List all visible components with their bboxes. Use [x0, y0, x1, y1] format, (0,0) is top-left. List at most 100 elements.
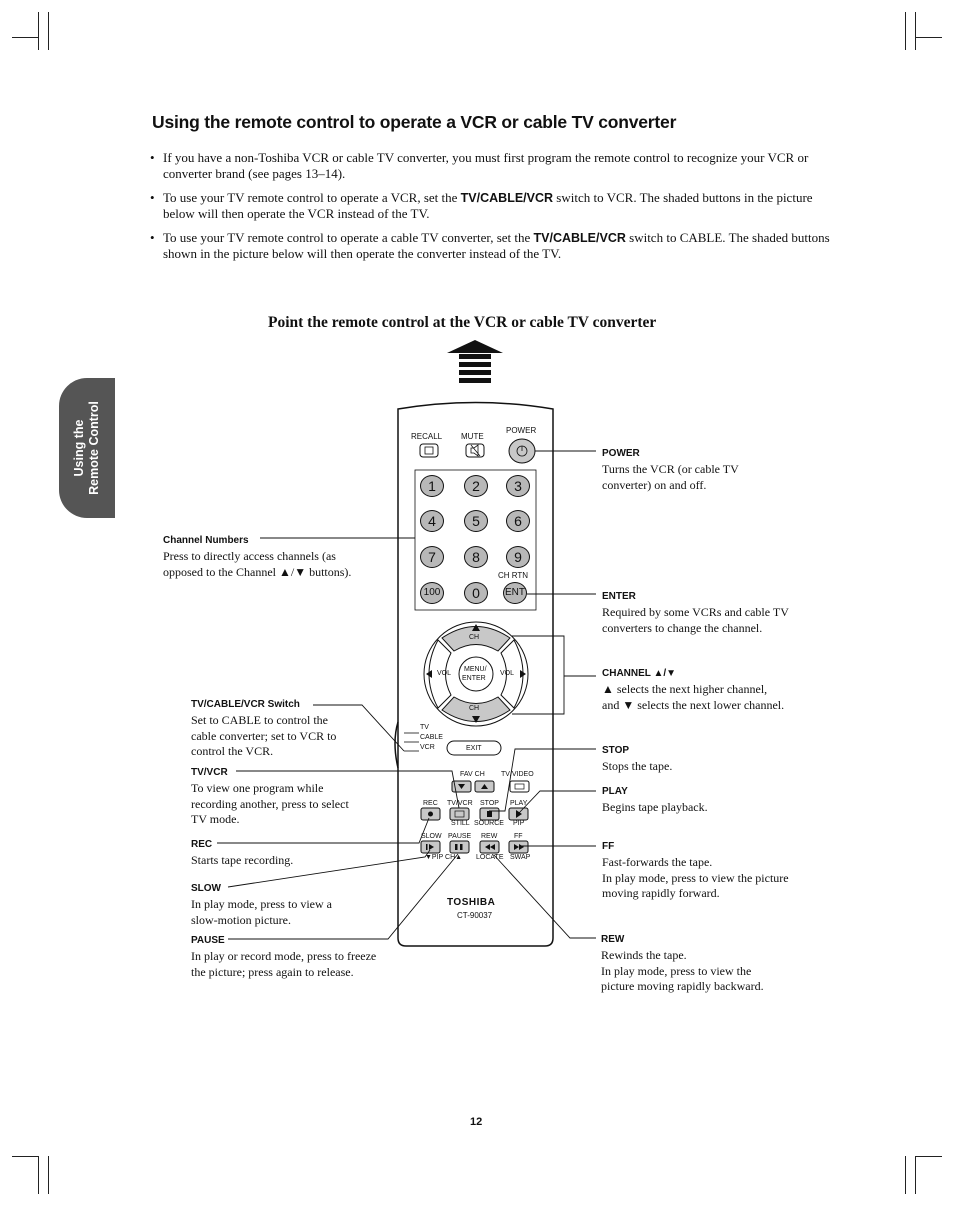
vol-left-label: VOL	[437, 670, 452, 677]
annotation-line: ▲ selects the next higher channel,	[602, 682, 768, 697]
bullet-text-post: switch to CABLE. The shaded buttons show…	[163, 230, 830, 261]
annotation-line: recording another, press to select	[191, 796, 349, 811]
annotation-title: Channel Numbers	[163, 535, 249, 546]
bullet-text-pre: To use your TV remote control to operate…	[163, 190, 461, 205]
play-icon	[516, 810, 522, 818]
slow-icon	[429, 844, 434, 850]
annotation-line: picture moving rapidly backward.	[601, 978, 764, 993]
annotation-line: In play or record mode, press to freeze	[191, 949, 377, 964]
stop-label: STOP	[480, 800, 499, 807]
annotation-title: POWER	[602, 448, 640, 459]
channel-volume-pad	[423, 621, 529, 727]
channel-up-icon	[472, 624, 480, 631]
annotation-rew: REW Rewinds the tape. In play mode, pres…	[601, 932, 764, 994]
annotation-line: TV mode.	[191, 811, 240, 826]
switch-tv-label: TV	[420, 724, 429, 731]
annotation-line: In play mode, press to view the picture	[602, 870, 789, 885]
annotation-line: the picture; press again to release.	[191, 964, 354, 979]
annotation-title: TV/VCR	[191, 767, 228, 778]
source-label: SOURCE	[474, 820, 504, 827]
number-pad-outline	[414, 469, 537, 611]
ch-up-label: CH	[469, 634, 480, 641]
annotation-line: control the VCR.	[191, 743, 274, 758]
bullet-mark: •	[150, 150, 155, 165]
still-label: STILL	[451, 820, 470, 827]
digit-5-button[interactable]: 5	[464, 510, 488, 532]
annotation-line: Fast-forwards the tape.	[602, 855, 713, 870]
tv-video-button[interactable]	[509, 780, 530, 793]
annotation-title: ENTER	[602, 591, 636, 602]
annotation-line: Rewinds the tape.	[601, 948, 687, 963]
ch-down-label: CH	[469, 705, 480, 712]
menu-enter-button[interactable]	[458, 656, 494, 692]
annotation-play: PLAY Begins tape playback.	[602, 784, 708, 816]
annotation-line: and ▼ selects the next lower channel.	[602, 697, 785, 712]
digit-8-button[interactable]: 8	[464, 546, 488, 568]
channel-up-button[interactable]	[441, 626, 511, 652]
annotation-line: Starts tape recording.	[191, 853, 294, 868]
volume-right-icon	[520, 670, 526, 678]
pause-button[interactable]	[449, 840, 470, 854]
digit-1-button[interactable]: 1	[420, 475, 444, 497]
ff-label: FF	[514, 833, 523, 840]
pip-label: PIP	[513, 820, 525, 827]
annotation-line: Begins tape playback.	[602, 800, 708, 815]
recall-button[interactable]	[419, 443, 439, 458]
channel-down-button[interactable]	[441, 696, 511, 722]
exit-button[interactable]	[446, 740, 502, 756]
brand-logo: TOSHIBA	[447, 897, 496, 908]
signal-arrow-icon	[447, 340, 503, 383]
annotation-channel-numbers: Channel Numbers Press to directly access…	[163, 533, 351, 580]
pause-icon	[460, 844, 463, 850]
rewind-icon	[490, 844, 495, 850]
annotation-channel: CHANNEL ▲/▼ ▲ selects the next higher ch…	[602, 666, 784, 713]
digit-0-button[interactable]: 0	[464, 582, 488, 604]
ent-button[interactable]: ENT	[503, 582, 527, 604]
digit-7-button[interactable]: 7	[420, 546, 444, 568]
annotation-line: slow-motion picture.	[191, 912, 291, 927]
annotation-line: moving rapidly forward.	[602, 885, 720, 900]
volume-up-button[interactable]	[500, 639, 524, 709]
digit-6-button[interactable]: 6	[506, 510, 530, 532]
bullet-item: • To use your TV remote control to opera…	[150, 190, 830, 222]
switch-cable-label: CABLE	[420, 734, 443, 741]
annotation-title: TV/CABLE/VCR Switch	[191, 699, 300, 710]
menu-label: MENU/	[464, 666, 487, 673]
page-number: 12	[470, 1116, 483, 1128]
annotation-line: Set to CABLE to control the	[191, 713, 328, 728]
digit-9-button[interactable]: 9	[506, 546, 530, 568]
annotation-line: cable converter; set to VCR to	[191, 728, 337, 743]
annotation-switch: TV/CABLE/VCR Switch Set to CABLE to cont…	[191, 697, 336, 759]
bullet-text: If you have a non-Toshiba VCR or cable T…	[163, 150, 809, 181]
annotation-title: PAUSE	[191, 935, 225, 946]
tv-vcr-button[interactable]	[449, 807, 470, 821]
pause-label: PAUSE	[448, 833, 472, 840]
tv-vcr-label: TV/VCR	[447, 800, 473, 807]
play-label: PLAY	[510, 800, 528, 807]
digit-2-button[interactable]: 2	[464, 475, 488, 497]
annotation-ff: FF Fast-forwards the tape. In play mode,…	[602, 839, 789, 901]
bullet-text-bold: TV/CABLE/VCR	[460, 191, 554, 205]
rew-label: REW	[481, 833, 498, 840]
annotation-pause: PAUSE In play or record mode, press to f…	[191, 933, 376, 980]
stop-icon	[487, 811, 492, 817]
volume-down-button[interactable]	[428, 639, 452, 709]
annotation-line: converters to change the channel.	[602, 620, 763, 635]
annotation-line: In play mode, press to view the	[601, 963, 752, 978]
digit-4-button[interactable]: 4	[420, 510, 444, 532]
hundred-button[interactable]: 100	[420, 582, 444, 604]
ch-rtn-label: CH RTN	[498, 571, 529, 580]
annotation-line: Required by some VCRs and cable TV	[602, 605, 789, 620]
annotation-rec: REC Starts tape recording.	[191, 837, 293, 869]
annotation-title: STOP	[602, 745, 630, 756]
bullet-item: • If you have a non-Toshiba VCR or cable…	[150, 150, 830, 182]
channel-down-icon	[472, 716, 480, 723]
annotation-enter: ENTER Required by some VCRs and cable TV…	[602, 589, 789, 636]
digit-3-button[interactable]: 3	[506, 475, 530, 497]
bullet-text-post: switch to VCR. The shaded buttons in the…	[163, 190, 813, 221]
rec-label: REC	[423, 800, 438, 807]
sub-heading: Point the remote control at the VCR or c…	[268, 314, 657, 331]
exit-label: EXIT	[466, 745, 482, 752]
